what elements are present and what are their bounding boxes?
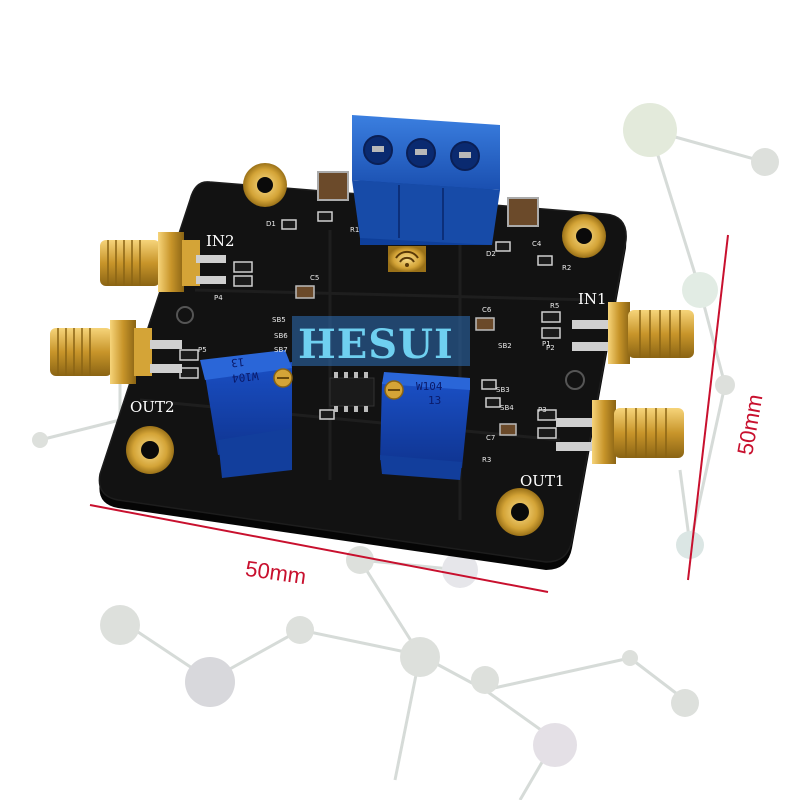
svg-text:R3: R3 (482, 456, 491, 464)
sma-connector-in2 (100, 232, 226, 292)
mounting-hole-top-left (243, 163, 287, 207)
label-out2: OUT2 (130, 398, 175, 416)
label-in1: IN1 (578, 290, 607, 308)
op-amp-ic (329, 372, 375, 412)
brand-watermark: HESUI (292, 316, 470, 368)
pot-label-left: W104 (231, 369, 259, 385)
svg-text:D1: D1 (266, 220, 276, 228)
terminal-block (352, 115, 500, 245)
svg-text:C4: C4 (532, 240, 542, 248)
trimmer-potentiometer-right: W104 13 (380, 372, 470, 480)
svg-text:SB3: SB3 (496, 386, 510, 394)
sma-connector-out1 (556, 400, 684, 464)
mounting-hole-top-right (562, 214, 606, 258)
svg-text:D2: D2 (486, 250, 496, 258)
smd-capacitors (295, 171, 539, 436)
mounting-hole-bottom-left (126, 426, 174, 474)
svg-text:P2: P2 (546, 344, 555, 352)
pot-code-right: 13 (428, 394, 441, 407)
svg-text:P3: P3 (538, 406, 547, 414)
svg-text:C5: C5 (310, 274, 319, 282)
svg-text:C6: C6 (482, 306, 492, 314)
svg-text:SB6: SB6 (274, 332, 288, 340)
sma-connector-in1 (572, 302, 694, 364)
svg-text:C7: C7 (486, 434, 495, 442)
wireless-logo-pad (388, 246, 426, 272)
svg-text:P4: P4 (214, 294, 223, 302)
svg-text:SB2: SB2 (498, 342, 512, 350)
pot-label-right: W104 (416, 380, 443, 393)
height-label: 50mm (732, 392, 767, 457)
smd-resistors (179, 211, 561, 439)
pot-code-left: 13 (231, 355, 246, 369)
svg-text:R1: R1 (350, 226, 359, 234)
watermark-text: HESUI (298, 321, 454, 368)
trimmer-potentiometer-left: W104 13 (200, 350, 293, 478)
svg-text:SB7: SB7 (274, 346, 288, 354)
svg-text:R2: R2 (562, 264, 571, 272)
width-label: 50mm (244, 556, 308, 589)
svg-text:R5: R5 (550, 302, 559, 310)
svg-text:P1: P1 (542, 340, 551, 348)
svg-text:SB4: SB4 (500, 404, 514, 412)
mounting-holes (126, 163, 606, 536)
component-designators: SB2 SB3 SB4 SB5 SB6 SB7 C5 C6 C7 C4 P1 P… (198, 220, 571, 464)
sma-connector-out2 (50, 320, 182, 384)
pot-adjust-screw-left (273, 368, 293, 388)
pot-adjust-screw-right (384, 380, 404, 400)
mounting-hole-bottom-right (496, 488, 544, 536)
label-in2: IN2 (206, 232, 235, 250)
background-network-nodes (32, 103, 779, 767)
svg-text:P5: P5 (198, 346, 207, 354)
label-out1: OUT1 (520, 472, 565, 490)
svg-text:SB5: SB5 (272, 316, 286, 324)
